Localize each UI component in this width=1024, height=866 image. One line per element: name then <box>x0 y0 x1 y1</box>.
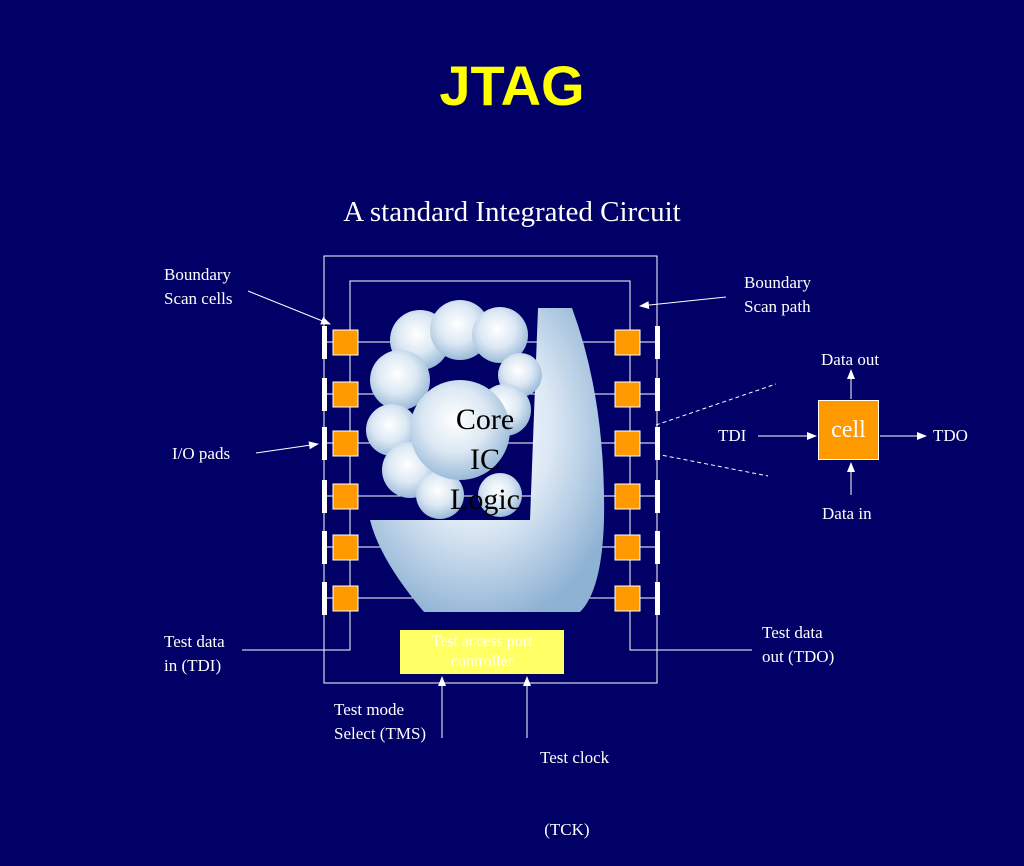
label-boundary-scan-cells: Boundary Scan cells <box>164 265 233 308</box>
scan-path-arrow <box>639 296 727 310</box>
core-logic-shape <box>366 300 605 612</box>
jtag-diagram <box>242 255 927 738</box>
slide-title: JTAG <box>439 54 585 117</box>
subtitle: A standard Integrated Circuit <box>343 196 681 228</box>
label-data-in: Data in <box>822 504 872 523</box>
label-test-mode-select: Test mode Select (TMS) <box>334 700 427 743</box>
tdi-line <box>242 617 351 651</box>
io-pads-left <box>322 326 327 615</box>
label-cell-tdi: TDI <box>718 426 747 445</box>
io-pads-right <box>655 326 660 615</box>
zoom-line-bottom <box>655 453 769 477</box>
scan-cells-arrow <box>247 290 331 325</box>
label-io-pads: I/O pads <box>172 444 231 463</box>
label-test-clock: Test clock (TCK) <box>540 748 610 839</box>
cell-detail-box: cell <box>818 400 879 460</box>
scan-cells-right <box>614 329 641 612</box>
io-pads-arrow <box>255 441 319 454</box>
core-ic-logic-label: Core IC Logic <box>450 403 520 516</box>
label-test-data-in: Test data in (TDI) <box>164 632 225 675</box>
zoom-line-top <box>655 383 777 426</box>
label-cell-tdo: TDO <box>933 426 968 445</box>
test-access-port-controller: Test access port controller <box>400 630 564 674</box>
chip-outline <box>323 255 658 684</box>
label-data-out: Data out <box>821 350 880 369</box>
scan-cells-left <box>332 329 359 612</box>
label-boundary-scan-path: Boundary Scan path <box>744 273 812 316</box>
label-test-data-out: Test data out (TDO) <box>762 623 835 666</box>
tdo-line <box>629 617 752 651</box>
